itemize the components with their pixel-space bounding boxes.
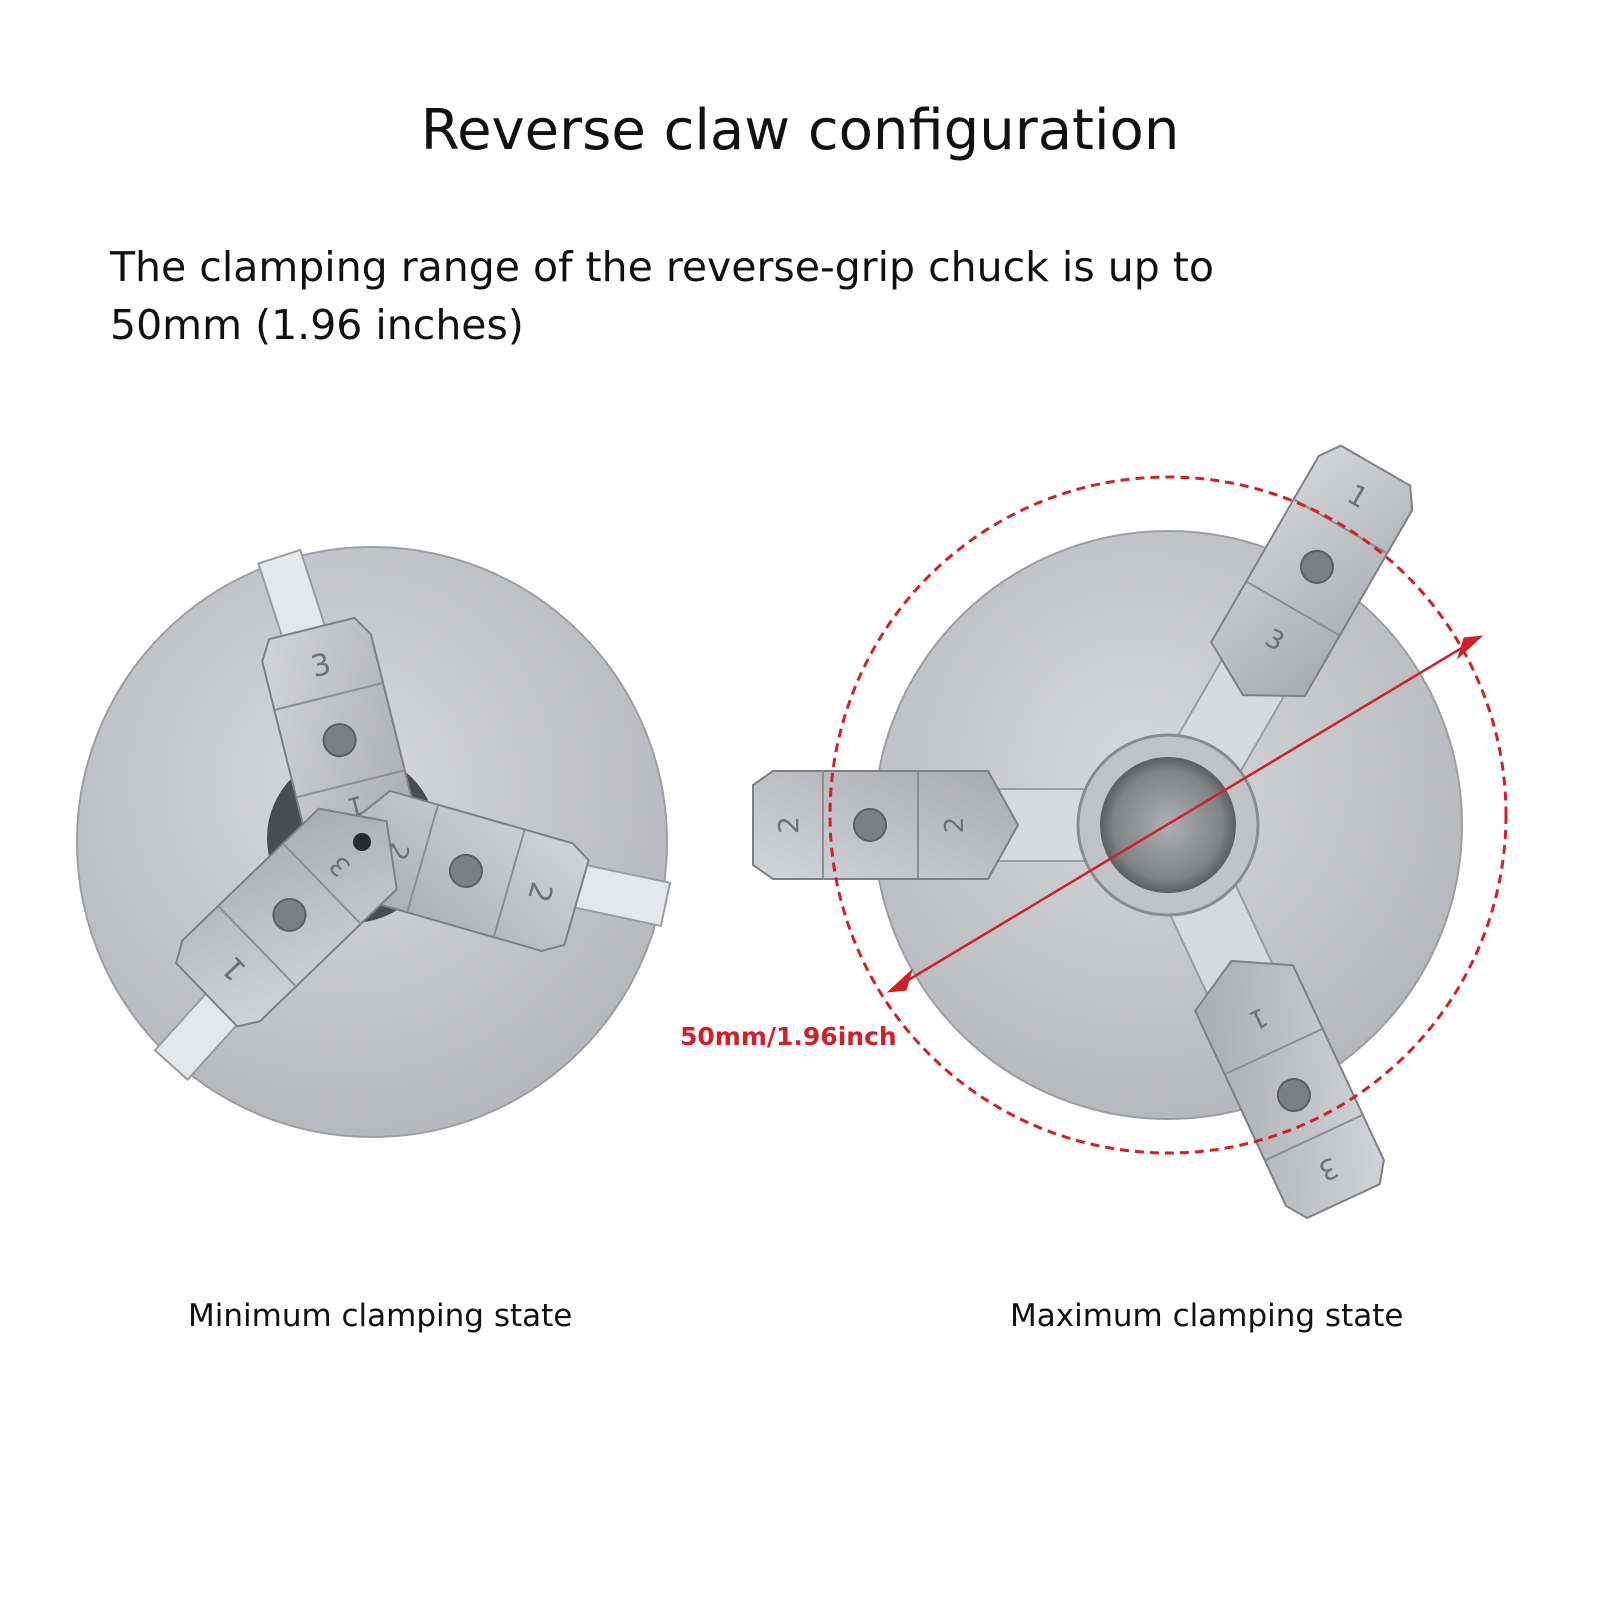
description-line-1: The clamping range of the reverse-grip c…	[110, 243, 1214, 291]
caption-maximum: Maximum clamping state	[1010, 1298, 1404, 1334]
jaw-number: 2	[772, 816, 805, 834]
jaw-left-right: 2 2	[334, 789, 590, 952]
dimension-arrow	[886, 635, 1484, 993]
jaw-number: 2	[940, 817, 970, 834]
chuck-illustrations: 3 1 2 2 1 3	[76, 444, 1508, 1220]
description: The clamping range of the reverse-grip c…	[110, 238, 1310, 354]
dimension-label: 50mm/1.96inch	[680, 1022, 897, 1051]
description-line-2: 50mm (1.96 inches)	[110, 301, 524, 349]
clamping-range-circle	[828, 475, 1508, 1155]
page-title: Reverse claw configuration	[420, 98, 1180, 163]
center-hole-left	[353, 833, 371, 851]
chuck-minimum-state: 3 1 2 2 1 3	[76, 546, 672, 1138]
jaw-right-bottom: 3 1	[1193, 959, 1385, 1220]
caption-minimum: Minimum clamping state	[188, 1298, 573, 1334]
jaw-right-top: 1 3	[1210, 444, 1414, 698]
jaw-left-bottom: 1 3	[175, 807, 398, 1028]
jaw-right-left: 2 2	[752, 770, 1020, 880]
chuck-maximum-state: 1 3 2 2 3 1	[752, 444, 1508, 1220]
